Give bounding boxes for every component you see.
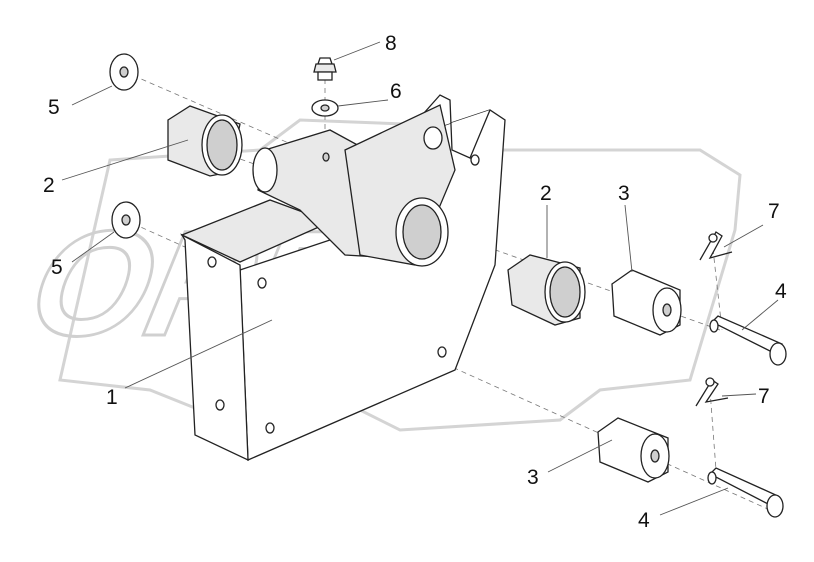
part-2-bushings [167, 105, 586, 326]
callout-5-lower: 5 [51, 256, 63, 279]
callout-1: 1 [106, 386, 118, 409]
callout-labels: 1 2 2 3 3 4 4 5 5 6 7 7 8 [43, 32, 787, 532]
callout-3-lower: 3 [527, 466, 539, 489]
main-tube [252, 104, 456, 267]
callout-2-right: 2 [540, 182, 552, 205]
part-7-cotter-pins [695, 231, 733, 407]
part-4-pins [707, 315, 787, 518]
callout-3-upper: 3 [618, 182, 630, 205]
callout-4-lower: 4 [638, 509, 650, 532]
callout-2-left: 2 [43, 174, 55, 197]
part-3-rollers [597, 269, 682, 483]
leader-lines [61, 41, 779, 516]
callout-7-lower: 7 [758, 385, 770, 408]
callout-5-upper: 5 [48, 96, 60, 119]
part-5-washers [109, 53, 141, 239]
bracket-upright-ear [399, 94, 491, 159]
part-6-washer [311, 99, 339, 117]
callout-7-upper: 7 [768, 200, 780, 223]
callout-6: 6 [390, 80, 402, 103]
callout-4-upper: 4 [775, 280, 787, 303]
part-8-grease-fitting [313, 57, 337, 81]
callout-8: 8 [385, 32, 397, 55]
bracket-side-flange [180, 233, 249, 462]
